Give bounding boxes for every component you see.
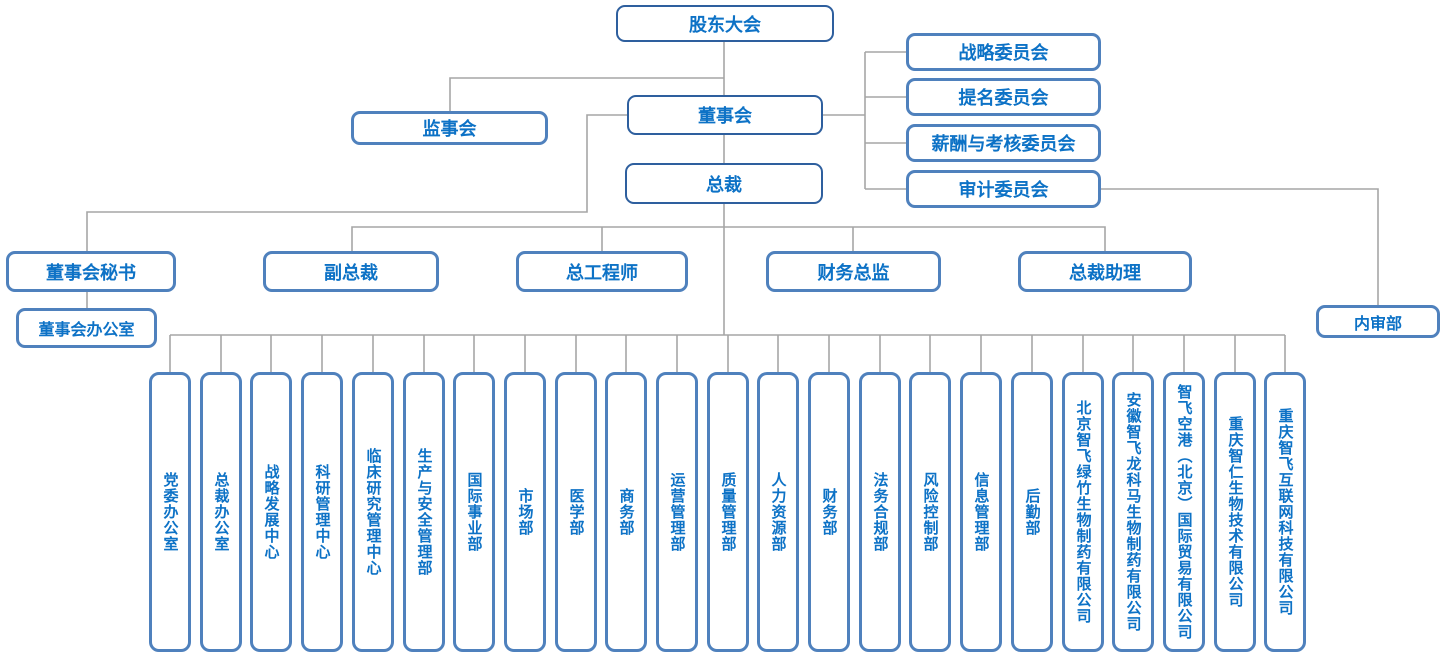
dept-node: 总裁办公室 (200, 372, 242, 652)
dept-node: 质量管理部 (707, 372, 749, 652)
node-supervisory-board: 监事会 (351, 111, 548, 145)
dept-node: 医学部 (555, 372, 597, 652)
subsidiary-node: 重庆智仁生物技术有限公司 (1214, 372, 1256, 652)
node-strategy-committee: 战略委员会 (906, 33, 1101, 71)
dept-node: 科研管理中心 (301, 372, 343, 652)
subsidiary-node: 安徽智飞龙科马生物制药有限公司 (1112, 372, 1154, 652)
dept-node: 临床研究管理中心 (352, 372, 394, 652)
node-president: 总裁 (625, 163, 823, 204)
dept-node: 生产与安全管理部 (403, 372, 445, 652)
dept-node: 战略发展中心 (250, 372, 292, 652)
node-board-of-directors: 董事会 (627, 95, 823, 135)
node-president-assistant: 总裁助理 (1018, 251, 1192, 292)
dept-node: 信息管理部 (960, 372, 1002, 652)
dept-node: 市场部 (504, 372, 546, 652)
node-remuneration-appraisal-committee: 薪酬与考核委员会 (906, 124, 1101, 162)
node-board-office: 董事会办公室 (16, 308, 157, 348)
dept-node: 商务部 (605, 372, 647, 652)
node-internal-audit-dept: 内审部 (1316, 305, 1440, 338)
subsidiary-node: 智飞空港（北京）国际贸易有限公司 (1163, 372, 1205, 652)
dept-node: 国际事业部 (453, 372, 495, 652)
node-audit-committee: 审计委员会 (906, 170, 1101, 208)
node-chief-engineer: 总工程师 (516, 251, 688, 292)
dept-node: 后勤部 (1011, 372, 1053, 652)
dept-node: 运营管理部 (656, 372, 698, 652)
dept-node: 人力资源部 (757, 372, 799, 652)
subsidiary-node: 重庆智飞互联网科技有限公司 (1264, 372, 1306, 652)
dept-node: 法务合规部 (859, 372, 901, 652)
node-finance-director: 财务总监 (766, 251, 941, 292)
subsidiary-node: 北京智飞绿竹生物制药有限公司 (1062, 372, 1104, 652)
node-shareholders-meeting: 股东大会 (616, 5, 834, 42)
dept-node: 风险控制部 (909, 372, 951, 652)
dept-node: 党委办公室 (149, 372, 191, 652)
node-nomination-committee: 提名委员会 (906, 78, 1101, 116)
node-vice-president: 副总裁 (263, 251, 439, 292)
node-board-secretary: 董事会秘书 (6, 251, 176, 292)
dept-node: 财务部 (808, 372, 850, 652)
